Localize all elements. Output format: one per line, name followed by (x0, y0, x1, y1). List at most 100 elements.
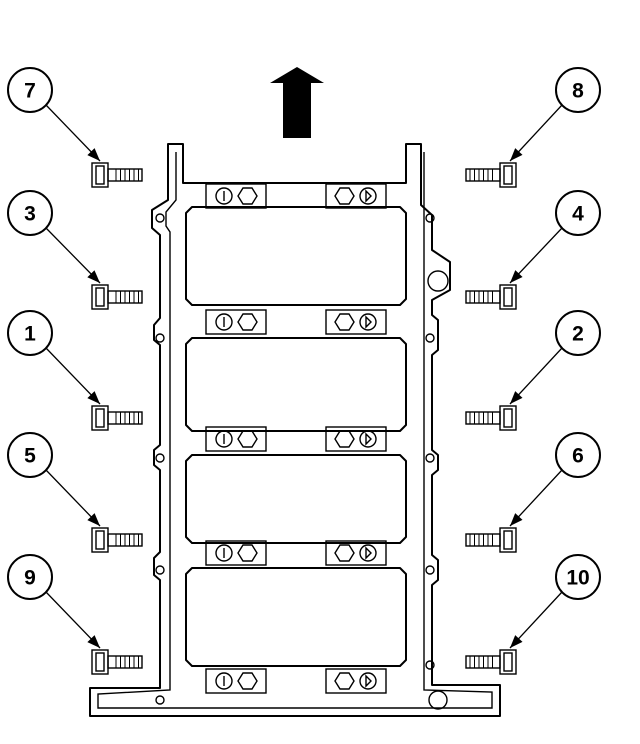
thrust-washer (205, 668, 267, 694)
callout-1: 1 (7, 310, 101, 405)
small-hole (155, 565, 165, 575)
bearing-caps (185, 183, 407, 694)
callout-circle (555, 190, 601, 236)
callout-circle (555, 310, 601, 356)
leader-arrowhead (510, 391, 523, 404)
leader-arrowhead (510, 270, 523, 283)
callout-2: 2 (509, 310, 601, 405)
thrust-washer (205, 183, 267, 209)
small-hole (425, 660, 435, 670)
bolt-head-round (359, 672, 377, 690)
callout-label: 2 (572, 323, 584, 346)
bolt-head-hex (237, 672, 258, 690)
callouts: 7 8 3 4 1 2 5 6 9 10 (7, 67, 601, 649)
leader-arrowhead (87, 148, 100, 161)
bolt-head-round (215, 187, 233, 205)
thrust-washer (205, 309, 267, 335)
small-hole (425, 565, 435, 575)
bolt-head-hex (334, 430, 355, 448)
small-hole (155, 695, 165, 705)
callout-label: 6 (572, 445, 584, 468)
callout-circle (7, 554, 53, 600)
callout-circle (7, 67, 53, 113)
callout-circle (7, 310, 53, 356)
callout-circle (7, 432, 53, 478)
callout-10: 10 (509, 554, 601, 649)
bolt-head-hex (237, 544, 258, 562)
flange-bolt-icon (91, 405, 143, 431)
leader-arrowhead (510, 148, 523, 161)
leader-arrowhead (510, 513, 523, 526)
callout-6: 6 (509, 432, 601, 527)
small-hole (155, 333, 165, 343)
leader-arrowhead (87, 513, 100, 526)
bolt-head-round (359, 430, 377, 448)
small-hole (155, 213, 165, 223)
bolt-head-hex (334, 313, 355, 331)
bearing-cap (185, 454, 407, 544)
callout-label: 8 (572, 80, 584, 103)
small-hole (425, 213, 435, 223)
thrust-washer (325, 426, 387, 452)
flange-bolt-icon (465, 162, 517, 188)
callout-label: 3 (24, 203, 36, 226)
callout-circle (555, 432, 601, 478)
leader-arrowhead (87, 270, 100, 283)
callout-7: 7 (7, 67, 101, 162)
callout-circle (555, 67, 601, 113)
thrust-washer (205, 426, 267, 452)
flange-bolt-icon (465, 527, 517, 553)
bolt-head-round (359, 187, 377, 205)
flange-bolt-icon (91, 649, 143, 675)
callout-label: 10 (566, 567, 589, 590)
callout-label: 1 (24, 323, 36, 346)
bolt-head-round (215, 544, 233, 562)
bolt-head-hex (237, 430, 258, 448)
bearing-cap (185, 206, 407, 306)
flange-bolt-icon (465, 405, 517, 431)
up-arrow-icon (270, 67, 324, 138)
leader-arrowhead (87, 635, 100, 648)
bolt-head-hex (334, 544, 355, 562)
bolt-head-hex (237, 187, 258, 205)
thrust-washer (325, 540, 387, 566)
bolts (91, 162, 517, 675)
flange-bolt-icon (465, 284, 517, 310)
flange-bolt-icon (91, 527, 143, 553)
flange-bolt-icon (465, 649, 517, 675)
bedplate-inner-outline (97, 152, 493, 709)
callout-label: 7 (24, 80, 36, 103)
bedplate-outline (89, 143, 501, 717)
bolt-head-hex (237, 313, 258, 331)
bolt-head-hex (334, 672, 355, 690)
thrust-washer (205, 540, 267, 566)
leader-arrowhead (510, 635, 523, 648)
bearing-cap (185, 337, 407, 432)
small-hole (425, 333, 435, 343)
small-hole (155, 453, 165, 463)
callout-circle (555, 554, 601, 600)
dowel-hole (428, 690, 448, 710)
callout-8: 8 (509, 67, 601, 162)
callout-label: 9 (24, 567, 36, 590)
bearing-cap (185, 567, 407, 667)
flange-bolt-icon (91, 284, 143, 310)
bolt-head-round (215, 672, 233, 690)
callout-label: 4 (572, 203, 584, 226)
callout-5: 5 (7, 432, 101, 527)
callout-4: 4 (509, 190, 601, 284)
callout-3: 3 (7, 190, 101, 284)
bolt-head-round (359, 544, 377, 562)
thrust-washer (325, 309, 387, 335)
dowel-hole (427, 270, 449, 292)
bolt-head-hex (334, 187, 355, 205)
leader-arrowhead (87, 391, 100, 404)
callout-9: 9 (7, 554, 101, 649)
callout-label: 5 (24, 445, 36, 468)
bolt-head-round (359, 313, 377, 331)
thrust-washer (325, 183, 387, 209)
callout-circle (7, 190, 53, 236)
bolt-head-round (215, 430, 233, 448)
bolt-head-round (215, 313, 233, 331)
